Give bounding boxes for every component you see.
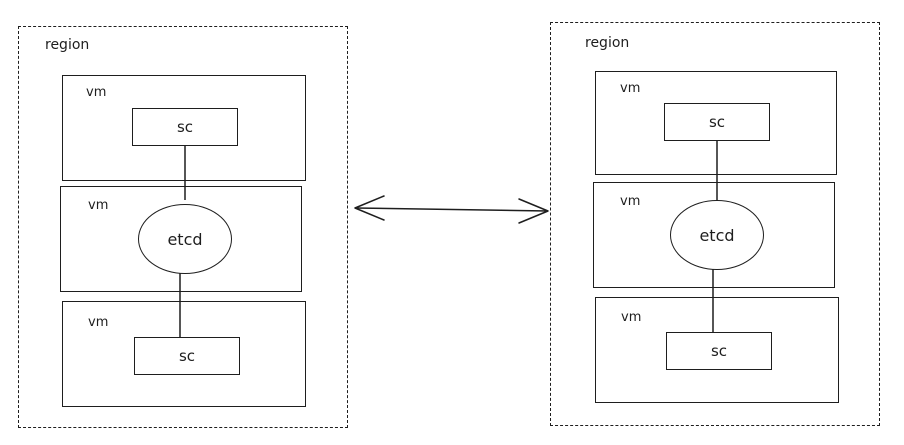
vm-left-2-label: vm: [88, 198, 109, 213]
vm-right-3: [595, 297, 839, 403]
vm-left-1: [62, 75, 306, 181]
vm-right-3-label: vm: [621, 310, 642, 325]
vm-right-1: [595, 71, 837, 175]
etcd-node-left: etcd: [138, 204, 232, 274]
vm-right-2: [593, 182, 835, 288]
sc-node-right-bottom: sc: [666, 332, 772, 370]
vm-left-3: [62, 301, 306, 407]
vm-left-3-label: vm: [88, 315, 109, 330]
sc-node-left-bottom: sc: [134, 337, 240, 375]
sc-node-left-top: sc: [132, 108, 238, 146]
region-right: [550, 22, 880, 426]
bidirectional-arrow: [354, 195, 549, 224]
sc-node-right-top: sc: [664, 103, 770, 141]
region-right-label: region: [585, 35, 630, 51]
region-left-label: region: [45, 37, 90, 53]
region-left: [18, 26, 348, 428]
vm-left-2: [60, 186, 302, 292]
vm-right-2-label: vm: [620, 194, 641, 209]
vm-right-1-label: vm: [620, 81, 641, 96]
vm-left-1-label: vm: [86, 85, 107, 100]
etcd-node-right: etcd: [670, 200, 764, 270]
